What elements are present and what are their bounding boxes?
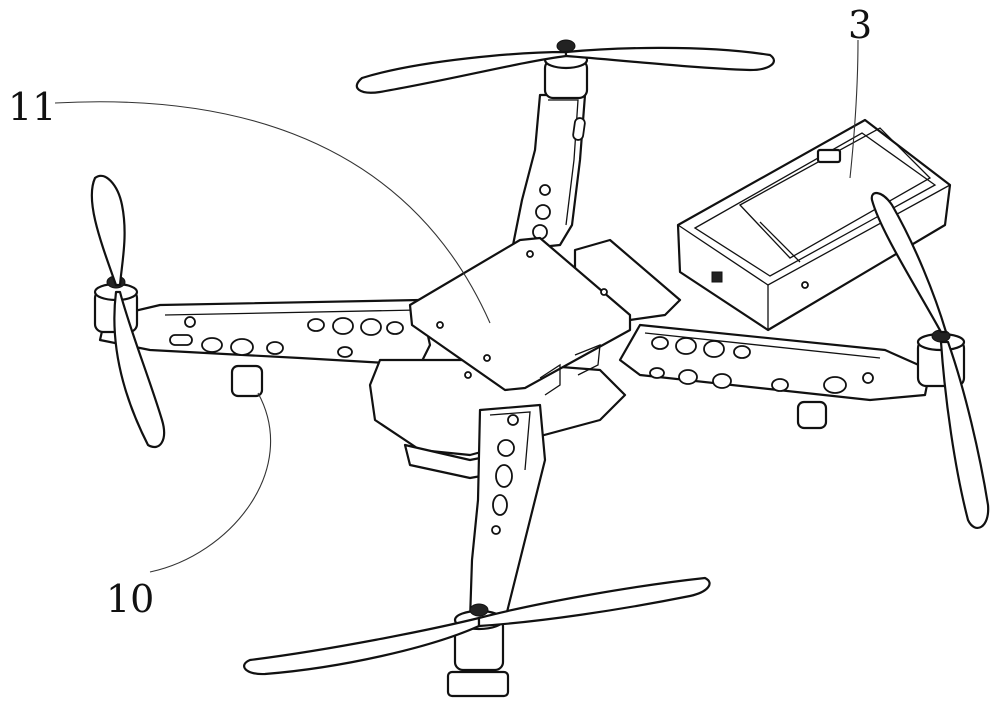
propeller-left	[90, 174, 166, 448]
propeller-rear	[355, 46, 775, 94]
label-battery-box: 3	[848, 3, 872, 47]
arm-right	[618, 323, 932, 430]
arm-left	[98, 298, 432, 367]
leader-line-landing-foot	[149, 392, 271, 573]
leader-line-battery-box	[849, 39, 859, 179]
battery-box	[676, 118, 952, 332]
propeller-right	[870, 192, 990, 529]
arm-front	[468, 403, 547, 622]
propeller-front	[243, 576, 711, 676]
label-landing-foot: 10	[106, 577, 154, 621]
motor-rear	[543, 39, 589, 100]
arm-rear	[510, 93, 587, 252]
label-top-plate: 11	[8, 85, 56, 129]
leader-line-top-plate	[54, 101, 491, 324]
